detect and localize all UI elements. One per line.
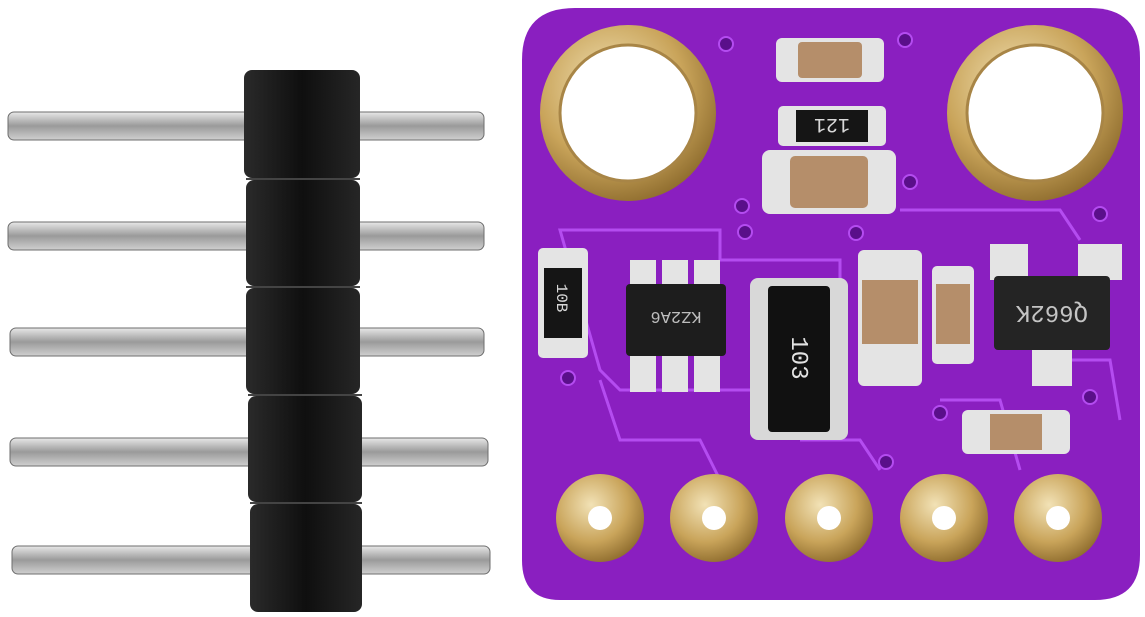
- connector-pad: [785, 474, 873, 562]
- capacitor-middle: [762, 150, 896, 214]
- chip-left-marking: KZ2A6: [650, 306, 701, 325]
- capacitor-bottom-right: [962, 410, 1070, 454]
- resistor-array-marking: 103: [784, 336, 811, 379]
- resistor-top-marking: 121: [814, 112, 850, 135]
- capacitor-right-small: [932, 266, 974, 364]
- sensor-board: 121 10B KZ2A6 103: [522, 8, 1140, 600]
- connector-pad: [900, 474, 988, 562]
- chip-right-marking: Q662K: [1015, 298, 1088, 325]
- connector-pads: [556, 474, 1102, 562]
- connector-pad: [670, 474, 758, 562]
- capacitor-top: [776, 38, 884, 82]
- chip-left: KZ2A6: [626, 260, 726, 392]
- resistor-top: 121: [778, 106, 886, 146]
- capacitor-right-large: [858, 250, 922, 386]
- chip-right: Q662K: [990, 244, 1122, 386]
- resistor-array: 103: [750, 278, 848, 440]
- connector-pad: [1014, 474, 1102, 562]
- header-plastic-housing: [244, 70, 362, 612]
- resistor-left-marking: 10B: [552, 284, 570, 313]
- mounting-hole-left: [540, 25, 716, 201]
- resistor-left: 10B: [538, 248, 588, 358]
- pin-header: [7, 70, 491, 612]
- mounting-hole-right: [947, 25, 1123, 201]
- connector-pad: [556, 474, 644, 562]
